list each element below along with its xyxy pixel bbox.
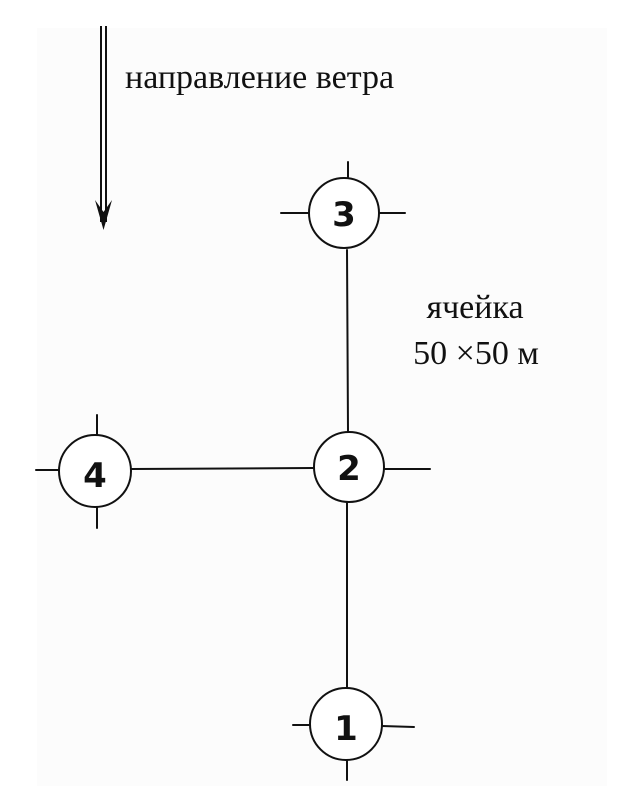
node-2-label: 2 xyxy=(337,449,361,489)
node-4-circle xyxy=(58,434,132,508)
node-4-label: 4 xyxy=(83,456,107,496)
node-2: 2 xyxy=(313,431,431,503)
grid-connections xyxy=(130,249,349,689)
diagram-background xyxy=(37,28,607,786)
connection-3-2 xyxy=(346,249,349,433)
node-1-circle xyxy=(309,687,383,761)
node-3-label: 3 xyxy=(332,195,356,235)
node-1-tick-right xyxy=(381,725,415,728)
node-1-label: 1 xyxy=(334,709,358,749)
wind-direction-label: направление ветра xyxy=(125,59,394,96)
cell-label: ячейка xyxy=(426,289,523,326)
node-2-circle xyxy=(313,431,385,503)
node-4: 4 xyxy=(35,414,132,529)
wind-direction-arrow xyxy=(95,26,112,230)
arrow-head xyxy=(95,200,112,230)
node-3: 3 xyxy=(280,161,406,249)
connection-4-2 xyxy=(130,467,314,470)
node-1: 1 xyxy=(292,687,415,781)
node-3-circle xyxy=(308,177,380,249)
cell-size-label: 50 ×50 м xyxy=(413,335,539,372)
